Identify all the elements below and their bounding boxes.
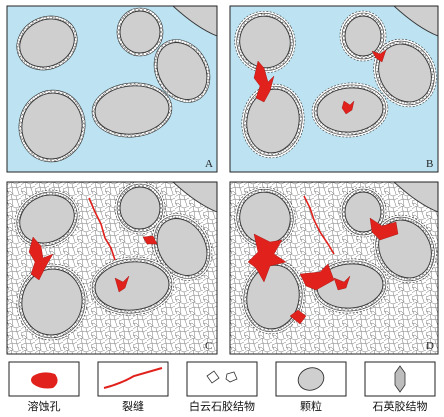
legend-label: 溶蚀孔 — [28, 399, 61, 413]
fracture — [303, 195, 335, 255]
panel-frame — [229, 181, 439, 355]
legend: 溶蚀孔 裂缝 白云石胶结物 颗粒 石英胶结物 — [8, 361, 436, 413]
corner-grain — [393, 6, 438, 37]
panel-c: C — [6, 181, 218, 355]
panel-b: B — [229, 5, 439, 173]
legend-label: 白云石胶结物 — [189, 399, 255, 413]
dissolution-pore — [289, 309, 307, 325]
dissolution-pore — [247, 233, 287, 283]
grain — [119, 10, 161, 54]
hex-crystal-icon — [394, 365, 406, 393]
legend-item-grain — [275, 361, 347, 397]
legend-item-dolomite-cement — [186, 361, 258, 397]
grain — [21, 92, 83, 160]
dissolution-pore — [253, 60, 275, 103]
panel-frame — [6, 5, 218, 173]
fracture — [88, 197, 116, 261]
panel-letter: C — [205, 340, 212, 352]
grain — [19, 194, 75, 244]
grey-grain-icon — [297, 367, 325, 391]
grain — [344, 15, 382, 57]
corner-grain — [172, 6, 217, 37]
legend-item-quartz-cement — [364, 361, 436, 397]
dissolution-pore — [371, 49, 387, 63]
panel-letter: D — [426, 340, 434, 352]
dissolution-pore — [369, 217, 399, 241]
legend-label: 裂缝 — [122, 399, 144, 413]
panel-a: A — [6, 5, 218, 173]
grain — [239, 15, 291, 69]
dissolution-pore — [299, 263, 335, 291]
panel-letter: A — [205, 158, 213, 170]
dissolution-pore — [341, 100, 355, 115]
legend-label: 颗粒 — [300, 399, 322, 413]
panel-frame — [229, 5, 439, 173]
grain — [156, 42, 208, 100]
dissolution-pore — [114, 275, 130, 293]
grain — [119, 186, 161, 230]
panel-letter: B — [426, 158, 433, 170]
grain — [156, 218, 208, 276]
grain — [21, 268, 83, 336]
dissolution-pore — [142, 235, 158, 245]
rhomb-crystal-icon — [206, 370, 238, 384]
corner-grain — [393, 182, 438, 213]
panels-group: A B C D — [6, 5, 439, 355]
panel-frame — [6, 181, 218, 355]
grain — [246, 264, 300, 330]
dissolution-pore — [28, 236, 54, 281]
grain — [94, 85, 170, 135]
legend-box — [97, 361, 169, 397]
legend-item-dissolution-pore — [8, 361, 80, 397]
panel-d: D — [229, 181, 439, 355]
legend-box — [186, 361, 258, 397]
dissolution-pore — [333, 275, 351, 291]
grain — [94, 261, 170, 311]
legend-item-fracture — [97, 361, 169, 397]
red-blob-icon — [31, 372, 58, 389]
legend-label: 石英胶结物 — [373, 399, 428, 413]
corner-grain — [172, 182, 217, 213]
red-crack-icon — [103, 367, 163, 389]
grain — [246, 88, 300, 154]
grain — [378, 43, 432, 103]
grain — [19, 18, 75, 68]
